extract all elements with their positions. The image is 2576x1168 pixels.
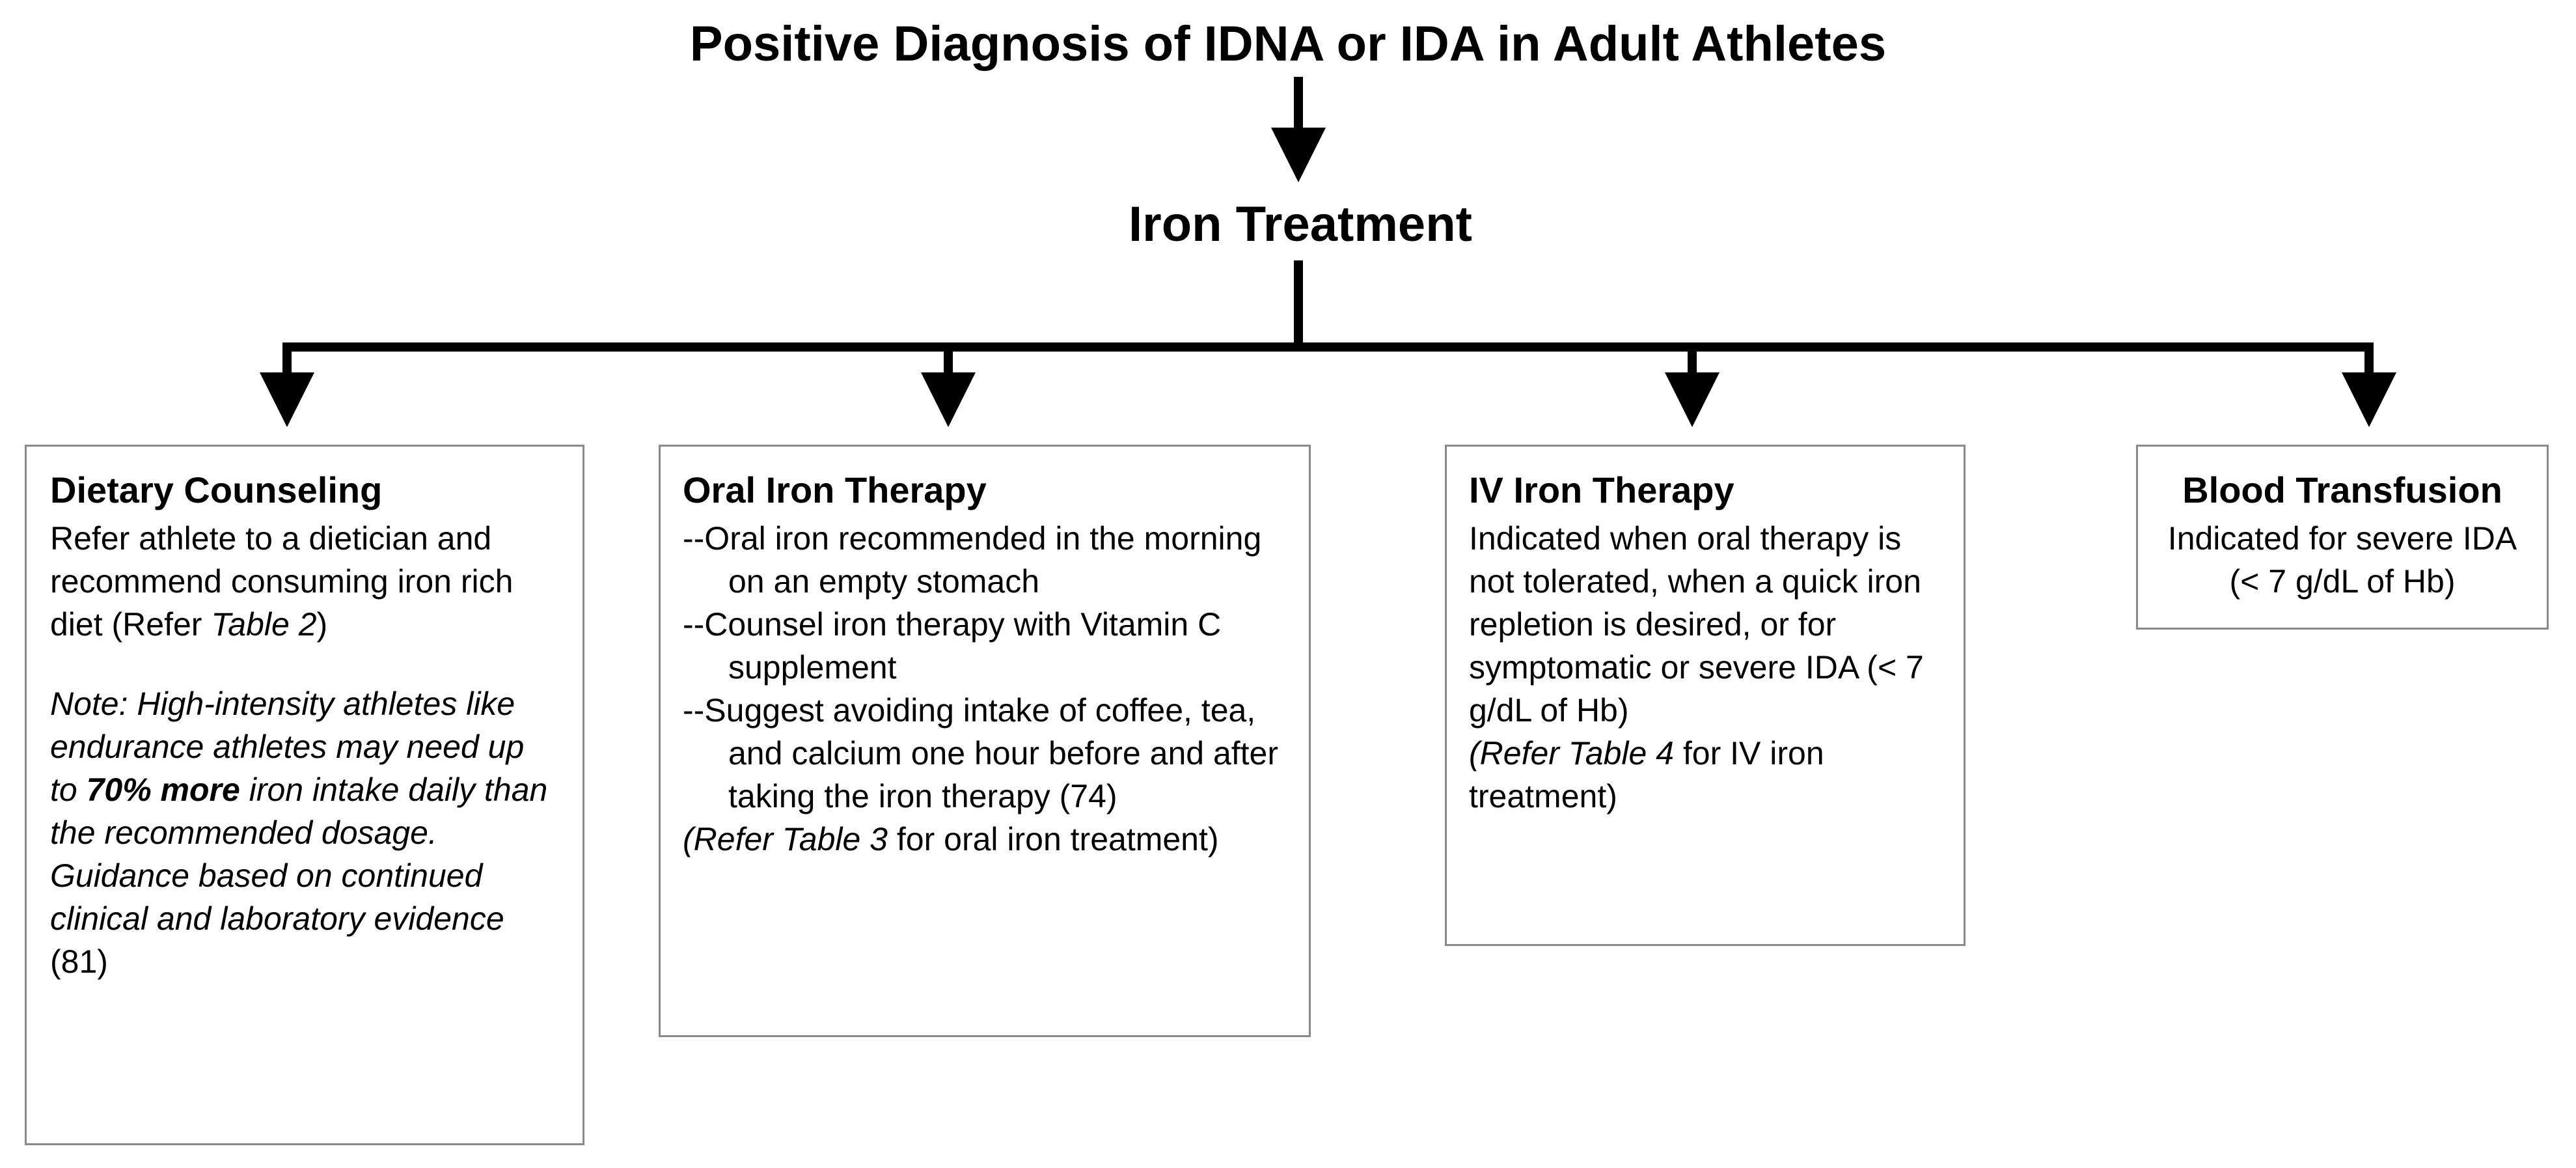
- oral-table-ref: (Refer Table 3 for oral iron treatment): [683, 818, 1287, 861]
- iv-ref-italic: (Refer Table 4: [1469, 735, 1674, 772]
- iron-treatment-label: Iron Treatment: [1129, 197, 1472, 252]
- note-bold: 70% more: [86, 772, 240, 808]
- iv-iron-therapy-box: IV Iron Therapy Indicated when oral ther…: [1445, 445, 1966, 946]
- note-part-1: Note: High-intensity athletes like endur…: [50, 686, 525, 808]
- oral-iron-therapy-box: Oral Iron Therapy --Oral iron recommende…: [659, 445, 1311, 1037]
- dietary-note: Note: High-intensity athletes like endur…: [50, 682, 559, 983]
- dietary-counseling-box: Dietary Counseling Refer athlete to a di…: [25, 445, 584, 1145]
- iv-text: Indicated when oral therapy is not toler…: [1469, 520, 1924, 729]
- oral-ref-italic: (Refer Table 3: [683, 821, 888, 857]
- dietary-text-part: Refer athlete to a dietician and recomme…: [50, 520, 514, 643]
- diagram-title: Positive Diagnosis of IDNA or IDA in Adu…: [689, 16, 1887, 72]
- oral-iron-therapy-heading: Oral Iron Therapy: [683, 469, 987, 510]
- blood-transfusion-box: Blood Transfusion Indicated for severe I…: [2136, 445, 2549, 630]
- blood-transfusion-heading: Blood Transfusion: [2182, 469, 2502, 510]
- note-part-2: iron intake daily than the recommended d…: [50, 772, 548, 937]
- iv-table-ref: (Refer Table 4 for IV iron treatment): [1469, 732, 1941, 818]
- dietary-text-end: ): [316, 606, 328, 643]
- oral-item: --Counsel iron therapy with Vitamin C su…: [683, 606, 1222, 686]
- oral-item: --Suggest avoiding intake of coffee, tea…: [683, 692, 1278, 814]
- dietary-table-ref: Table 2: [211, 606, 317, 643]
- oral-ref-rest: for oral iron treatment): [888, 821, 1219, 857]
- blood-transfusion-text: Indicated for severe IDA (< 7 g/dL of Hb…: [2167, 520, 2517, 600]
- note-reference: (81): [50, 943, 108, 980]
- iv-ref-rest: for IV iron treatment): [1469, 735, 1824, 814]
- iv-iron-therapy-heading: IV Iron Therapy: [1469, 469, 1734, 510]
- dietary-counseling-heading: Dietary Counseling: [50, 469, 383, 510]
- dietary-counseling-text: Refer athlete to a dietician and recomme…: [50, 517, 559, 646]
- oral-item: --Oral iron recommended in the morning o…: [683, 520, 1262, 600]
